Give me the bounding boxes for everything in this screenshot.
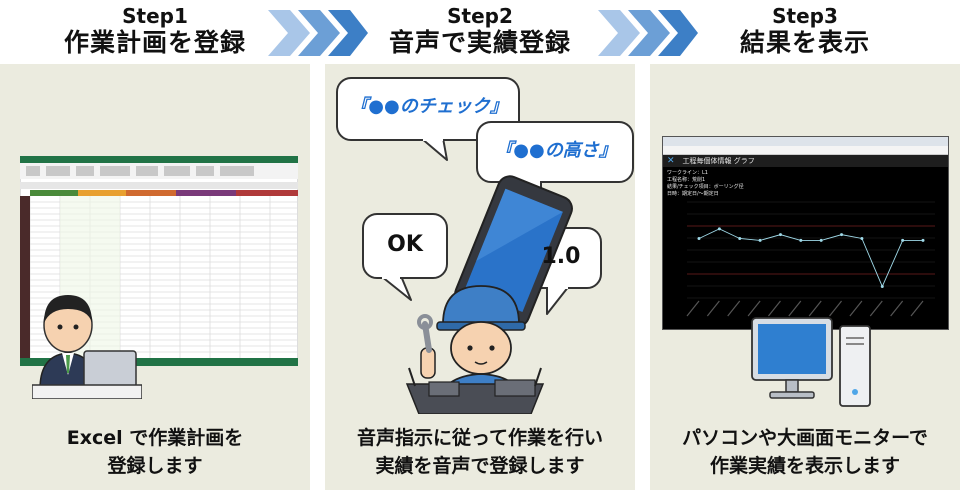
x-tick-label [869,300,883,317]
x-tick-label [747,300,761,317]
caption-line: 音声指示に従って作業を行い [356,427,604,449]
browser-tabbar [663,137,948,146]
series-point [860,236,864,240]
chevron-arrow-icon [598,10,698,56]
bubble-text-ok: OK [387,232,423,257]
dashboard-screenshot: ✕ 工程毎個体情報 グラフ ワークライン：L1 工程名称：荒削1 結果/チェック… [662,136,949,330]
series-point [758,238,762,242]
desktop-pc-illustration [751,317,871,407]
caption-line: Excel で作業計画を [66,427,244,449]
screen-info-line: 結果/チェック項目：ボーリング径 [667,184,744,190]
close-icon[interactable]: ✕ [667,155,675,166]
series-point [799,238,803,242]
caption-line: パソコンや大画面モニターで [682,427,928,449]
x-tick-label [849,300,863,317]
office-worker-illustration [32,295,142,399]
screen-info: ワークライン：L1 工程名称：荒削1 結果/チェック項目：ボーリング径 日時：期… [663,167,948,198]
speech-bubble-ok [362,213,448,279]
series-point [738,236,742,240]
x-tick-label [910,300,924,317]
series-point [880,284,884,288]
step3-caption: パソコンや大画面モニターで 作業実績を表示します [650,424,960,480]
step1-header: Step1 作業計画を登録 [0,4,310,58]
x-tick-label [706,300,720,317]
step3-number: Step3 [772,4,838,28]
x-tick-label [829,300,843,317]
step2-panel: 『●●のチェック』 『●●の高さ』 OK 1.0 音声指示に従って作業を行い 実… [325,64,635,490]
step1-title: 作業計画を登録 [63,28,246,57]
bubble-text-check: 『●●のチェック』 [350,96,508,117]
x-tick-label [788,300,802,317]
screen-info-line: ワークライン：L1 [667,170,708,176]
step2-title: 音声で実績登録 [388,28,571,57]
series-point [901,238,905,242]
step2-caption: 音声指示に従って作業を行い 実績を音声で登録します [325,424,635,480]
machine-illustration [405,367,545,414]
series-point [697,236,701,240]
step2-number: Step2 [447,4,513,28]
speech-bubble-height [476,121,634,183]
caption-line: 登録します [107,455,203,477]
series-point [717,227,721,231]
screen-title: 工程毎個体情報 グラフ [682,157,755,165]
browser-addressbar [663,146,948,155]
series-line [698,228,923,288]
series-point [778,233,782,237]
bubble-text-value: 1.0 [541,244,581,269]
screen-line-chart [686,201,935,317]
screen-info-line: 工程名称：荒削1 [667,177,706,183]
x-tick-label [767,300,781,317]
x-tick-label [686,300,700,317]
step2-header: Step2 音声で実績登録 [325,4,635,58]
step1-caption: Excel で作業計画を 登録します [0,424,310,480]
series-point [819,238,823,242]
caption-line: 実績を音声で登録します [375,455,585,477]
caption-line: 作業実績を表示します [709,455,900,477]
step3-title: 結果を表示 [739,28,870,57]
step1-panel: Excel で作業計画を 登録します [0,64,310,490]
x-tick-label [727,300,741,317]
screen-info-line: 日時：期定日/～期定日 [667,191,719,197]
step1-number: Step1 [122,4,188,28]
voice-scene-illustration [336,77,634,414]
app-titlebar: ✕ 工程毎個体情報 グラフ [663,155,948,167]
chevron-arrow-icon [268,10,368,56]
series-point [840,233,844,237]
step3-header: Step3 結果を表示 [650,4,960,58]
x-tick-label [890,300,904,317]
bubble-text-height: 『●●の高さ』 [495,140,617,161]
series-point [921,238,925,242]
step3-panel: ✕ 工程毎個体情報 グラフ ワークライン：L1 工程名称：荒削1 結果/チェック… [650,64,960,490]
x-tick-label [808,300,822,317]
